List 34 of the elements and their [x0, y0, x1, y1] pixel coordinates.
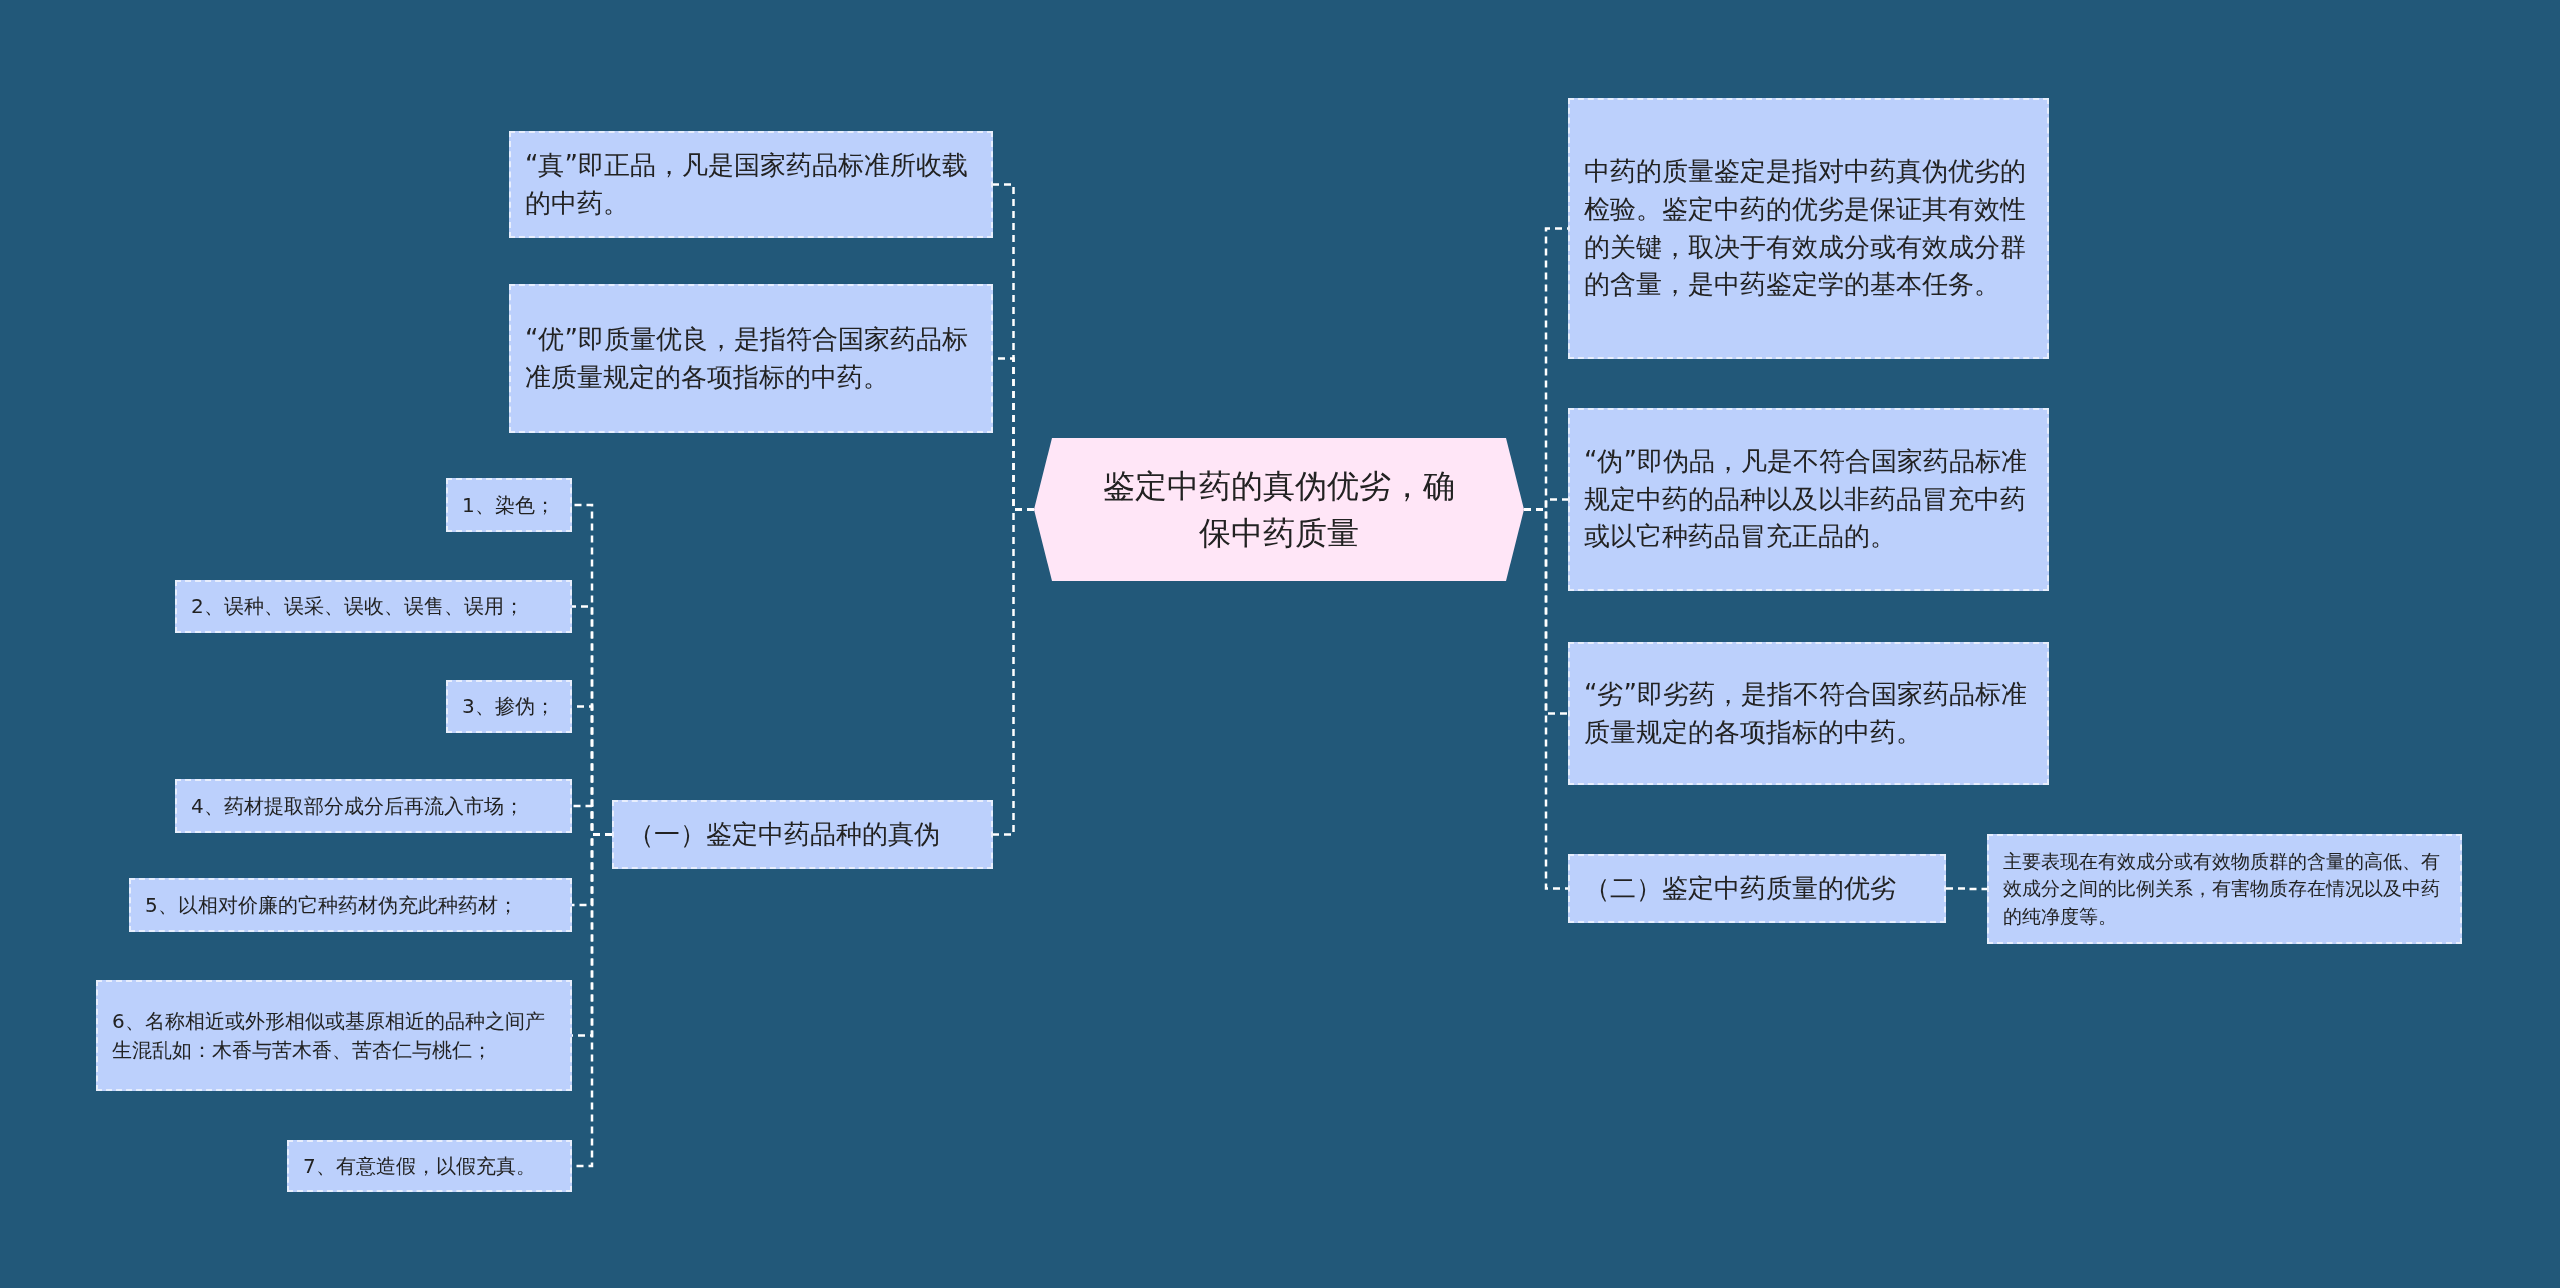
topic-text: 中药的质量鉴定是指对中药真伪优劣的检验。鉴定中药的优劣是保证其有效性的关键，取决于有效成分或有效成分群的含量，是中药鉴定学的基本任务。: [1584, 155, 2027, 302]
topic-text: 6、名称相近或外形相似或基原相近的品种之间产生混乱如：木香与苦木香、苦杏仁与桃仁；: [112, 1007, 546, 1064]
topic-text: 3、掺伪；: [462, 693, 555, 720]
topic-text: “优”即质量优良，是指符合国家药品标准质量规定的各项指标的中药。: [525, 322, 969, 394]
topic-text: “真”即正品，凡是国家药品标准所收载的中药。: [525, 148, 969, 220]
topic-box: [129, 878, 572, 932]
topic-box: [446, 478, 572, 532]
topic-text: 7、有意造假，以假充真。: [303, 1152, 536, 1180]
topic-text: “伪”即伪品，凡是不符合国家药品标准规定中药的品种以及以非药品冒充中药或以它种药品冒充正品的。: [1584, 444, 2028, 554]
topic-text: 2、误种、误采、误收、误售、误用；: [191, 593, 524, 620]
topic-box: [1568, 408, 2049, 591]
topic-text: （一）鉴定中药品种的真伪: [628, 817, 940, 851]
topic-text: 主要表现在有效成分或有效物质群的含量的高低、有效成分之间的比例关系，有害物质存在情况以及中药的纯净度等。: [2003, 848, 2441, 929]
topic-box: [1987, 834, 2462, 944]
topic-text: “劣”即劣药，是指不符合国家药品标准质量规定的各项指标的中药。: [1584, 677, 2028, 749]
dashed-connector: [1946, 887, 1987, 891]
topic-box: [509, 284, 993, 433]
topic-box: [175, 779, 572, 833]
topic-box: [96, 980, 572, 1091]
topic-text: （二）鉴定中药质量的优劣: [1584, 871, 1896, 905]
root-title: 鉴定中药的真伪优劣，确保中药质量: [1102, 466, 1456, 554]
dashed-connector: [1524, 508, 1568, 890]
topic-box: [1568, 854, 1946, 923]
topic-text: 5、以相对价廉的它种药材伪充此种药材；: [145, 891, 518, 919]
topic-box: [1568, 98, 2049, 359]
topic-text: 1、染色；: [462, 491, 555, 519]
topic-box: [287, 1140, 572, 1192]
topic-box: [175, 580, 572, 633]
dashed-connector: [993, 508, 1034, 836]
topic-box: [446, 680, 572, 733]
topic-box: [509, 131, 993, 238]
topic-box: [1568, 642, 2049, 785]
topic-text: 4、药材提取部分成分后再流入市场；: [191, 792, 524, 820]
topic-box: [612, 800, 993, 869]
